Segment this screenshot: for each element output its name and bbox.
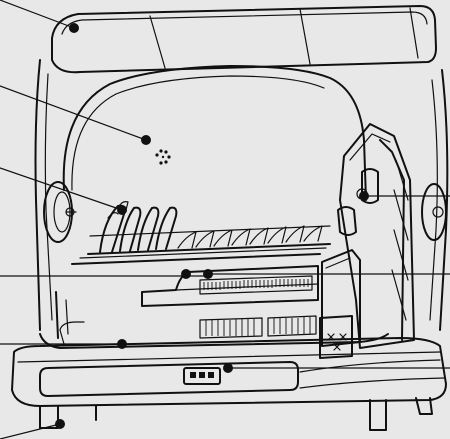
- leader-line-foot: [0, 423, 61, 439]
- plate-rack: [71, 201, 331, 265]
- callout-dot-drip-tray: [117, 339, 127, 349]
- callout-dot-rack-base: [181, 269, 191, 279]
- left-pivot-hub: [43, 181, 77, 243]
- callout-dot-cover: [141, 135, 151, 145]
- control-panel: [183, 367, 221, 385]
- top-lid: [51, 5, 437, 74]
- transparent-cover: [34, 59, 449, 331]
- callout-dot-lid: [69, 23, 79, 33]
- left-foot: [39, 405, 59, 429]
- vent-slots-lower: [199, 315, 317, 339]
- leader-line-plate-rack: [0, 167, 123, 211]
- utensil-holder: [319, 123, 415, 359]
- heater-housing: [141, 265, 319, 339]
- vent-holes: [155, 149, 171, 165]
- leader-line-lid: [0, 0, 75, 29]
- callout-dot-plate-rack: [117, 205, 127, 215]
- right-foot: [369, 399, 387, 431]
- leader-line-cover: [0, 85, 147, 141]
- vent-slots-upper: [199, 275, 313, 295]
- drip-tray: [39, 291, 389, 349]
- base-unit: [11, 337, 447, 431]
- right-pivot-hub: [421, 183, 447, 241]
